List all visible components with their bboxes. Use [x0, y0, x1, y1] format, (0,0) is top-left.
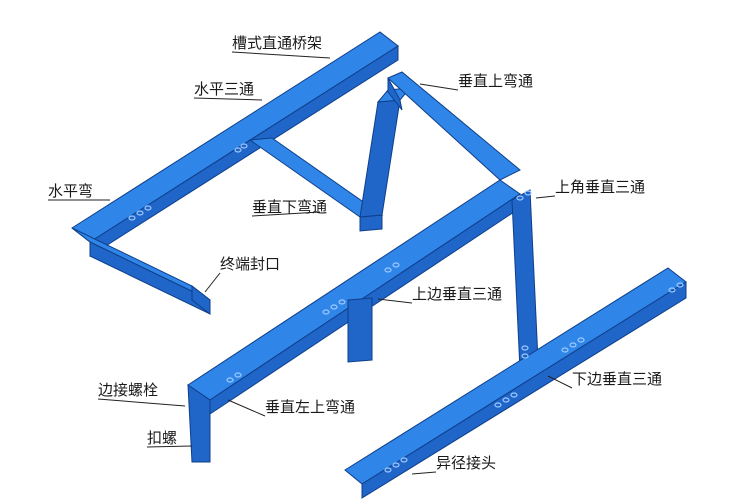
bolt-hole — [136, 210, 144, 216]
label-chui-zhi-zuo-shang-wan-tong: 垂直左上弯通 — [265, 398, 356, 416]
bottom-tray-side — [361, 281, 687, 499]
leader-line — [535, 195, 556, 199]
bolt-hole — [521, 345, 529, 351]
bolt-hole — [561, 347, 569, 353]
label-chui-zhi-xia-wan-tong: 垂直下弯通 — [252, 198, 328, 216]
leader-line — [251, 211, 321, 217]
bolt-hole — [668, 287, 676, 293]
leader-line — [231, 51, 331, 59]
label-bian-jie-luo-shuan: 边接螺栓 — [98, 381, 159, 399]
bolt-hole — [234, 372, 242, 378]
bolt-hole — [524, 190, 532, 196]
upper-bend-side — [387, 77, 403, 111]
bolt-hole — [128, 215, 136, 221]
label-shui-ping-wan: 水平弯 — [48, 182, 94, 200]
bolt-hole — [240, 143, 248, 149]
label-yi-jing-jie-tou: 异径接头 — [436, 454, 497, 472]
leader-line — [411, 471, 437, 475]
bolt-hole — [234, 147, 242, 153]
bolt-hole — [510, 392, 518, 398]
right-vertical-post — [511, 189, 539, 371]
bolt-hole — [322, 309, 330, 315]
label-shang-jiao-chui-zhi-san-tong: 上角垂直三通 — [555, 178, 646, 196]
upper-bend-top — [387, 71, 521, 181]
left-vertical-leg — [187, 384, 211, 463]
leader-lines — [48, 51, 573, 475]
end-cap-face — [191, 284, 211, 316]
horizontal-elbow-top — [71, 227, 211, 301]
bolt-holes — [128, 143, 684, 473]
bolt-hole — [569, 342, 577, 348]
straight-tray-top — [71, 31, 399, 243]
lower-horizontal-tray-assembly — [187, 179, 521, 463]
bolt-hole — [502, 397, 510, 403]
bolt-hole — [330, 304, 338, 310]
leader-line — [146, 445, 193, 448]
right-post-front — [511, 189, 539, 371]
leader-line — [227, 399, 266, 417]
bolt-hole — [516, 195, 524, 201]
label-shui-ping-san-tong: 水平三通 — [194, 80, 255, 98]
straight-tray-side — [89, 45, 399, 257]
bolt-hole — [384, 467, 392, 473]
bolt-hole — [400, 457, 408, 463]
label-zhong-duan-feng-kou: 终端封口 — [220, 255, 281, 273]
tee-drop-leg — [347, 297, 373, 363]
vertical-riser-front — [359, 99, 401, 218]
bolt-hole — [392, 262, 400, 268]
leader-line — [97, 398, 186, 407]
label-xia-bian-chui-zhi-san-tong: 下边垂直三通 — [572, 370, 663, 388]
bolt-hole — [521, 353, 529, 359]
bolt-hole — [384, 267, 392, 273]
leader-line — [193, 97, 263, 101]
bolt-hole — [676, 282, 684, 288]
label-chui-zhi-shang-wan-tong: 垂直上弯通 — [458, 72, 534, 90]
leader-line — [377, 298, 413, 304]
tee-branch-side — [359, 214, 383, 232]
bolt-hole — [338, 299, 346, 305]
leader-line — [547, 375, 573, 389]
bolt-hole — [226, 377, 234, 383]
label-kou-luo: 扣螺 — [147, 429, 178, 447]
bolt-hole — [144, 205, 152, 211]
bolt-hole — [392, 462, 400, 468]
label-shang-bian-chui-zhi-san-tong: 上边垂直三通 — [412, 285, 503, 303]
bolt-hole — [494, 402, 502, 408]
bottom-tray-assembly — [344, 267, 687, 499]
leader-line — [204, 272, 221, 293]
label-cao-shi-zhi-tong-qiao-jia: 槽式直通桥架 — [232, 34, 323, 52]
leader-line — [419, 83, 459, 91]
horizontal-elbow-side — [89, 241, 211, 315]
vertical-up-bend — [359, 71, 521, 218]
upper-horizontal-tray-assembly — [71, 31, 399, 316]
bolt-hole — [577, 337, 585, 343]
